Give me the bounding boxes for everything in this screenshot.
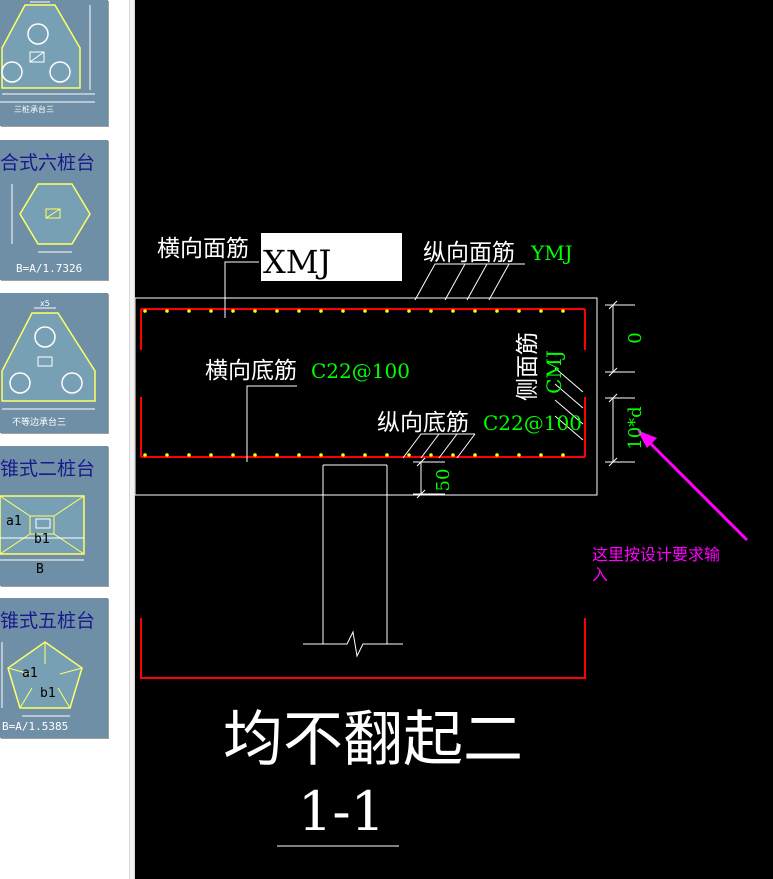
rebar-cage [140, 308, 586, 679]
rebar-dot [209, 453, 213, 457]
rebar-dot [231, 453, 235, 457]
rebar-dot [539, 309, 543, 313]
xmj-input-box[interactable] [261, 233, 402, 281]
bottom-longitudinal-label: 纵向底筋 [377, 410, 469, 436]
label-a1: a1 [22, 666, 38, 681]
thumbnail-three-pile-cap[interactable]: 三桩承台三 [0, 0, 108, 126]
rebar-dot [319, 453, 323, 457]
rebar-dot [539, 453, 543, 457]
rebar-dot [187, 453, 191, 457]
rebar-dot [341, 453, 345, 457]
pentagon-diagram [1, 641, 83, 717]
rebar-dot [319, 309, 323, 313]
cad-drawing: 横向面筋 XMJ 纵向面筋 YMJ 横向底筋 C22@100 纵向底筋 C22@… [135, 233, 749, 847]
thumbnail-formula: B=A/1.5385 [2, 720, 69, 733]
rebar-dot [209, 309, 213, 313]
thumbnail-title: 合式六桩台 [0, 152, 96, 174]
rectangle-diagram [0, 495, 85, 561]
three-pile-diagram [0, 1, 95, 103]
rebar-dot [253, 309, 257, 313]
bottom-longitudinal-value[interactable]: C22@100 [483, 411, 582, 435]
top-transverse-label: 横向面筋 [157, 236, 249, 262]
dimension-top[interactable]: 0 [625, 332, 646, 343]
label-a1: a1 [6, 514, 22, 529]
note-text-wrap: 入 [592, 565, 608, 584]
leader-lines [224, 261, 584, 462]
rebar-dot [385, 309, 389, 313]
drawing-title: 均不翻起二 [223, 705, 523, 775]
label-b1: b1 [40, 686, 56, 701]
dimension-side[interactable]: 10*d [625, 406, 646, 449]
rebar-dot [517, 453, 521, 457]
rebar-dot [187, 309, 191, 313]
thumbnail-five-pile-cap[interactable]: 锥式五桩台 a1 b1 B=A/1.5385 [0, 598, 108, 738]
rebar-dot [275, 309, 279, 313]
thumbnail-formula: B=A/1.7326 [16, 262, 83, 275]
rebar-dot [495, 309, 499, 313]
rebar-dot [297, 309, 301, 313]
rebar-dot [473, 309, 477, 313]
thumbnail-caption: 不等边承台三 [12, 418, 67, 428]
top-transverse-value[interactable]: XMJ [263, 243, 331, 281]
rebar-dot [165, 309, 169, 313]
rebar-dot [275, 453, 279, 457]
bottom-transverse-value[interactable]: C22@100 [311, 359, 410, 383]
dimension-lines [413, 300, 635, 499]
bottom-transverse-label: 横向底筋 [205, 358, 297, 384]
rebar-dot [253, 453, 257, 457]
rebar-dot [429, 309, 433, 313]
thumbnail-title: 锥式二桩台 [0, 458, 96, 480]
top-rebar-dots [143, 309, 565, 313]
rebar-dot [407, 453, 411, 457]
thumbnail-six-pile-cap[interactable]: 合式六桩台 B=A/1.7326 [0, 140, 108, 280]
dimension-x5: x5 [40, 299, 50, 308]
rebar-dot [363, 453, 367, 457]
rebar-dot [451, 309, 455, 313]
dimension-bottom[interactable]: 50 [433, 469, 454, 492]
label-b1: b1 [34, 532, 50, 547]
rebar-dot [473, 453, 477, 457]
footing-outline [135, 297, 598, 496]
thumbnail-title: 锥式五桩台 [0, 610, 96, 632]
rebar-dot [363, 309, 367, 313]
rebar-dot [407, 309, 411, 313]
rebar-dot [495, 453, 499, 457]
label-b: B [36, 562, 44, 577]
hexagon-diagram [11, 183, 91, 253]
rebar-dot [143, 453, 147, 457]
top-longitudinal-value[interactable]: YMJ [530, 241, 573, 265]
rebar-dot [341, 309, 345, 313]
cad-canvas[interactable]: 横向面筋 XMJ 纵向面筋 YMJ 横向底筋 C22@100 纵向底筋 C22@… [135, 0, 773, 879]
triangle-diagram [1, 307, 96, 410]
rebar-dot [429, 453, 433, 457]
rebar-dot [561, 309, 565, 313]
rebar-dot [517, 309, 521, 313]
side-label: 侧面筋 [515, 332, 541, 401]
thumbnail-two-pile-cap[interactable]: 锥式二桩台 a1 b1 B [0, 446, 108, 586]
note-text: 这里按设计要求输 [592, 545, 720, 564]
thumbnail-caption: 三桩承台三 [14, 105, 54, 114]
rebar-dot [561, 453, 565, 457]
rebar-dot [165, 453, 169, 457]
rebar-dot [385, 453, 389, 457]
section-label: 1-1 [298, 780, 385, 843]
side-value[interactable]: CMJ [542, 350, 566, 394]
top-longitudinal-label: 纵向面筋 [423, 240, 515, 266]
pile-stub [303, 464, 403, 658]
rebar-dot [143, 309, 147, 313]
note-arrow [637, 430, 749, 542]
rebar-dot [451, 453, 455, 457]
sidebar: 三桩承台三 合式六桩台 B=A/1.7326 x5 不等边承台三 锥式二桩台 [0, 0, 132, 879]
rebar-dot [231, 309, 235, 313]
rebar-dot [297, 453, 301, 457]
bottom-rebar-dots [143, 453, 565, 457]
thumbnail-unequal-triangle-cap[interactable]: x5 不等边承台三 [0, 293, 108, 433]
